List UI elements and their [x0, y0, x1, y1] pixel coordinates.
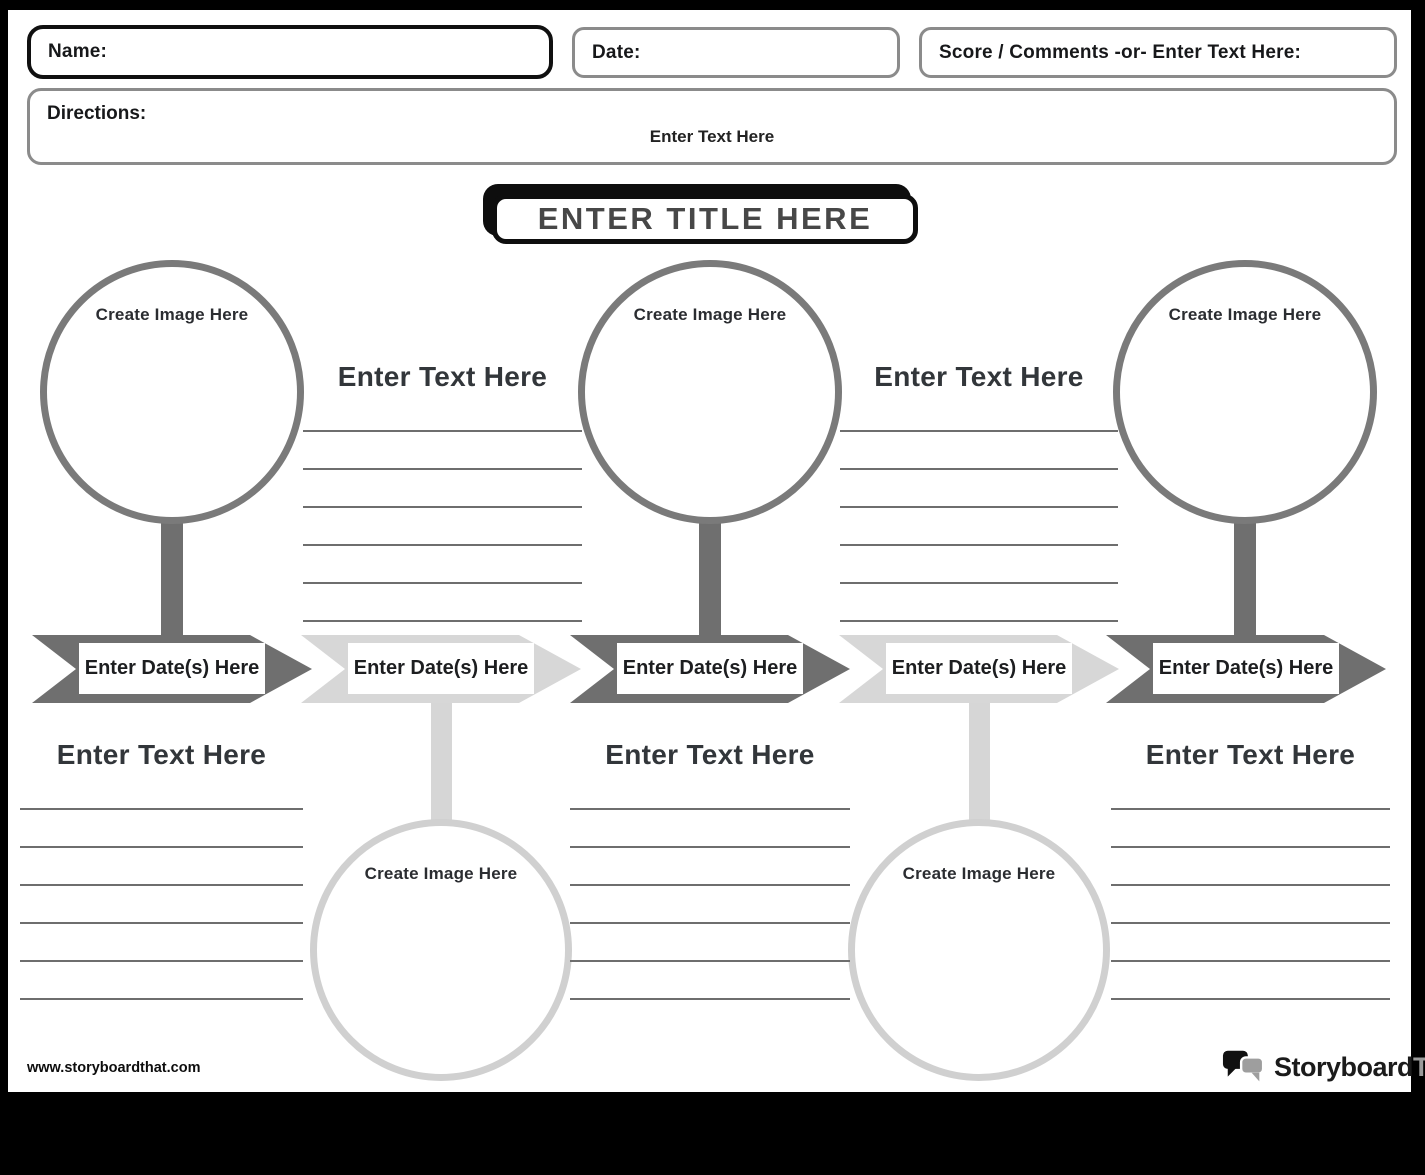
writing-line [1111, 808, 1390, 810]
writing-line [570, 998, 850, 1000]
writing-line [1111, 960, 1390, 962]
writing-line [1111, 922, 1390, 924]
writing-line [303, 430, 582, 432]
create-image-placeholder: Create Image Here [902, 864, 1056, 883]
writing-line [20, 960, 303, 962]
stem-connector [699, 508, 721, 640]
directions-field[interactable]: Directions: Enter Text Here [27, 88, 1397, 165]
writing-line [840, 468, 1118, 470]
timeline-date-field-4[interactable]: Enter Date(s) Here [886, 643, 1072, 694]
brand-text: StoryboardThat [1274, 1052, 1425, 1083]
writing-line [1111, 846, 1390, 848]
image-circle-top-2[interactable]: Create Image Here [578, 260, 842, 524]
text-area-top-1[interactable]: Enter Text Here [303, 360, 582, 622]
text-area-top-2[interactable]: Enter Text Here [840, 360, 1118, 622]
date-placeholder: Enter Date(s) Here [622, 657, 798, 679]
writing-line [570, 960, 850, 962]
text-area-heading: Enter Text Here [605, 739, 815, 770]
brand-text-primary: Storyboard [1274, 1051, 1414, 1082]
text-area-heading: Enter Text Here [1145, 739, 1356, 770]
timeline-date-field-3[interactable]: Enter Date(s) Here [617, 643, 803, 694]
text-area-heading: Enter Text Here [874, 361, 1084, 392]
writing-line [303, 620, 582, 622]
create-image-placeholder: Create Image Here [1168, 305, 1322, 324]
text-area-heading: Enter Text Here [56, 739, 267, 770]
stem-connector [1234, 508, 1256, 640]
writing-line [303, 582, 582, 584]
image-circle-top-3[interactable]: Create Image Here [1113, 260, 1377, 524]
image-circle-bottom-1[interactable]: Create Image Here [310, 819, 572, 1081]
score-comments-label: Score / Comments -or- Enter Text Here: [939, 41, 1301, 63]
writing-line [20, 998, 303, 1000]
date-placeholder: Enter Date(s) Here [1158, 657, 1334, 679]
writing-line [20, 884, 303, 886]
image-circle-bottom-2[interactable]: Create Image Here [848, 819, 1110, 1081]
writing-line [570, 884, 850, 886]
writing-line [20, 922, 303, 924]
image-circle-top-1[interactable]: Create Image Here [40, 260, 304, 524]
writing-line [1111, 884, 1390, 886]
directions-label: Directions: [47, 103, 147, 124]
writing-line [840, 620, 1118, 622]
create-image-placeholder: Create Image Here [95, 305, 249, 324]
timeline-date-field-2[interactable]: Enter Date(s) Here [348, 643, 534, 694]
create-image-placeholder: Create Image Here [633, 305, 787, 324]
date-field[interactable]: Date: [572, 27, 900, 78]
date-placeholder: Enter Date(s) Here [891, 657, 1067, 679]
create-image-placeholder: Create Image Here [364, 864, 518, 883]
writing-line [303, 506, 582, 508]
text-area-heading: Enter Text Here [337, 361, 548, 392]
text-area-bottom-1[interactable]: Enter Text Here [20, 738, 303, 1000]
title-field[interactable]: ENTER TITLE HERE [492, 194, 918, 244]
writing-line [303, 468, 582, 470]
timeline-date-field-5[interactable]: Enter Date(s) Here [1153, 643, 1339, 694]
writing-line [1111, 998, 1390, 1000]
name-field[interactable]: Name: [27, 25, 553, 79]
writing-line [570, 808, 850, 810]
writing-line [20, 808, 303, 810]
site-url: www.storyboardthat.com [27, 1060, 201, 1076]
stem-connector [431, 700, 452, 822]
writing-line [303, 544, 582, 546]
brand-logo: StoryboardThat [1222, 1048, 1425, 1086]
directions-placeholder: Enter Text Here [649, 127, 775, 146]
timeline-date-field-1[interactable]: Enter Date(s) Here [79, 643, 265, 694]
writing-line [570, 922, 850, 924]
date-placeholder: Enter Date(s) Here [353, 657, 529, 679]
stem-connector [969, 700, 990, 822]
date-label: Date: [592, 41, 641, 63]
writing-line [840, 582, 1118, 584]
score-comments-field[interactable]: Score / Comments -or- Enter Text Here: [919, 27, 1397, 78]
writing-line [20, 846, 303, 848]
title-placeholder: ENTER TITLE HERE [537, 201, 873, 236]
name-label: Name: [48, 41, 108, 62]
writing-line [840, 506, 1118, 508]
writing-line [570, 846, 850, 848]
writing-line [840, 544, 1118, 546]
text-area-bottom-3[interactable]: Enter Text Here [1111, 738, 1390, 1000]
text-area-bottom-2[interactable]: Enter Text Here [570, 738, 850, 1000]
brand-text-secondary: That [1413, 1051, 1425, 1082]
writing-line [840, 430, 1118, 432]
date-placeholder: Enter Date(s) Here [84, 657, 260, 679]
stem-connector [161, 508, 183, 640]
speech-bubbles-icon [1222, 1050, 1265, 1082]
